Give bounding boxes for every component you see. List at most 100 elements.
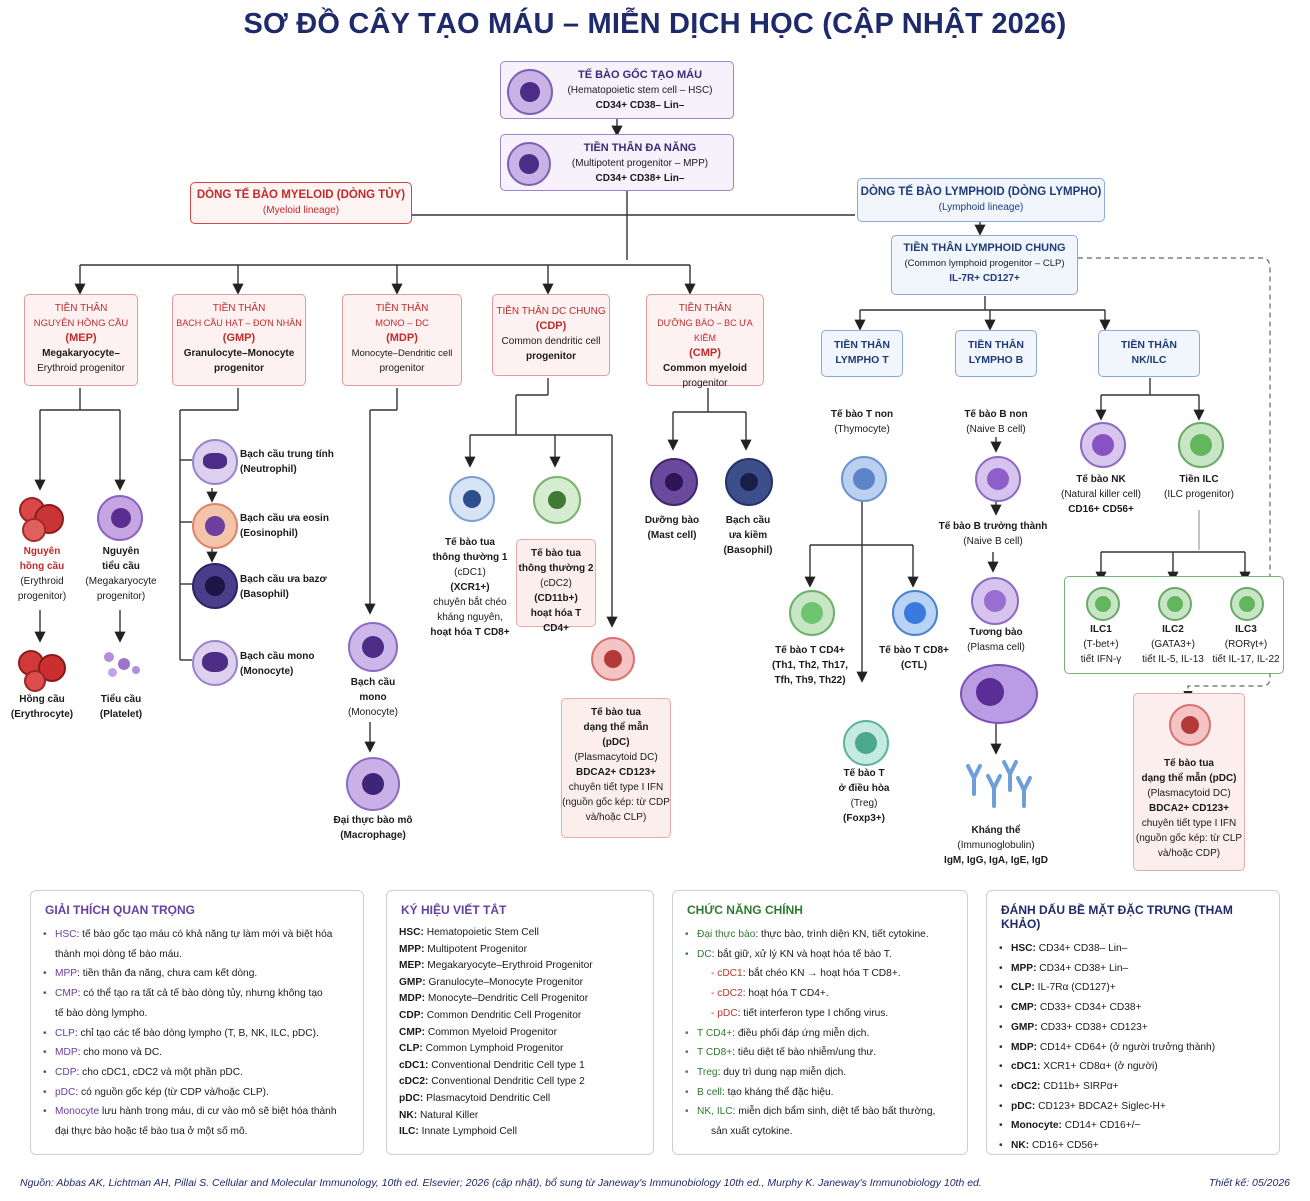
mdp-l2: MONO – DC bbox=[375, 318, 429, 329]
abbreviation-item: GMP: Granulocyte–Monocyte Progenitor bbox=[399, 975, 641, 992]
basophil-icon bbox=[192, 563, 238, 609]
function-key: Đại thực bào bbox=[697, 929, 756, 940]
function-text: sản xuất cytokine. bbox=[711, 1126, 793, 1138]
mep-box: TIỀN THÂN NGUYÊN HỒNG CẦU (MEP) Megakary… bbox=[24, 294, 138, 386]
antibody-icon bbox=[966, 760, 1032, 808]
pdc-left-l1: Tế bào tua bbox=[590, 707, 641, 718]
erythrocyte-icon-3 bbox=[24, 670, 46, 692]
explanation-text: lưu hành trong máu, di cư vào mô sẽ biệt… bbox=[99, 1106, 337, 1118]
mega-prog-l2: tiểu cầu bbox=[102, 561, 140, 572]
cdc2-l5: hoạt hóa T CD4+ bbox=[530, 608, 582, 634]
marker-text: CD33+ CD38+ CD123+ bbox=[1037, 1021, 1148, 1033]
hsc-markers: CD34+ CD38– Lin– bbox=[595, 100, 685, 111]
pdc-right-l5: chuyên tiết type I IFN bbox=[1141, 818, 1237, 829]
cdc2-l4: (CD11b+) bbox=[534, 593, 578, 604]
abbreviation-key: CLP: bbox=[399, 1043, 423, 1055]
neutrophil-label: Bạch cầu trung tính (Neutrophil) bbox=[240, 447, 360, 477]
abbreviation-text: Megakaryocyte–Erythroid Progenitor bbox=[424, 960, 593, 972]
marker-text: CD16+ CD56+ bbox=[1029, 1140, 1099, 1152]
mdp-l1: TIỀN THÂN bbox=[375, 303, 429, 314]
monocyte-icon bbox=[192, 640, 238, 686]
marker-key: GMP: bbox=[1011, 1021, 1038, 1033]
plasma-l1: Tương bào bbox=[969, 627, 1023, 638]
function-text: : tiêu diệt tế bào nhiễm/ung thư. bbox=[732, 1047, 877, 1059]
megakaryocyte-progenitor-label: Nguyên tiểu cầu (Megakaryocyte progenito… bbox=[82, 544, 160, 604]
neutrophil-icon bbox=[192, 439, 238, 485]
mdp-en1: Monocyte–Dendritic cell bbox=[351, 348, 453, 359]
function-item: Treg: duy trì dung nạp miễn dịch. bbox=[685, 1063, 955, 1083]
mpp-markers: CD34+ CD38+ Lin– bbox=[595, 173, 685, 184]
function-key: - pDC bbox=[711, 1007, 738, 1019]
cdc2-l1: Tế bào tua bbox=[530, 548, 581, 559]
myeloid-lineage-box: DÒNG TẾ BÀO MYELOID (DÒNG TỦY) (Myeloid … bbox=[190, 182, 412, 224]
lymphoid-en: (Lymphoid lineage) bbox=[938, 202, 1024, 213]
marker-item: NK: CD16+ CD56+ bbox=[999, 1136, 1267, 1156]
explanation-text: : có thể tạo ra tất cả tế bào dòng tủy, … bbox=[77, 988, 323, 1000]
ilc1-l1: ILC1 bbox=[1090, 624, 1112, 635]
marker-key: Monocyte: bbox=[1011, 1120, 1062, 1132]
gmp-en2: progenitor bbox=[214, 363, 264, 374]
explanation-key: pDC bbox=[55, 1086, 76, 1098]
cdc1-l4: (XCR1+) bbox=[450, 582, 490, 593]
cdp-box: TIỀN THÂN DC CHUNG (CDP) Common dendriti… bbox=[492, 294, 610, 376]
marker-text: CD14+ CD64+ (ở người trưởng thành) bbox=[1037, 1041, 1216, 1053]
explanation-item: thành mọi dòng tế bào máu. bbox=[43, 945, 351, 965]
abbreviation-item: CMP: Common Myeloid Progenitor bbox=[399, 1025, 641, 1042]
abbreviation-text: Multipotent Progenitor bbox=[424, 943, 527, 955]
mep-l1: TIỀN THÂN bbox=[54, 303, 108, 314]
pdc-left-l5: BDCA2+ CD123+ bbox=[575, 767, 657, 778]
cdc1-l5: chuyên bắt chéo bbox=[433, 597, 507, 608]
pdc-right-l6: (nguồn gốc kép: từ CLP bbox=[1135, 833, 1243, 844]
cdc2-label: Tế bào tua thông thường 2 (cDC2) (CD11b+… bbox=[516, 539, 596, 634]
cmp-abbr: (CMP) bbox=[689, 347, 721, 359]
marker-item: pDC: CD123+ BDCA2+ Siglec-H+ bbox=[999, 1097, 1267, 1117]
ilc3-icon bbox=[1230, 587, 1264, 621]
antibody-l1: Kháng thể bbox=[971, 825, 1021, 836]
mpp-name: TIỀN THÂN ĐA NĂNG bbox=[583, 142, 697, 154]
abbreviation-text: Granulocyte–Monocyte Progenitor bbox=[425, 976, 584, 988]
cd8-t-cell-icon bbox=[892, 590, 938, 636]
marker-item: cDC2: CD11b+ SIRPα+ bbox=[999, 1077, 1267, 1097]
marker-item: CLP: IL-7Rα (CD127)+ bbox=[999, 978, 1267, 998]
pdc-right-icon bbox=[1169, 704, 1211, 746]
marker-item: GMP: CD33+ CD38+ CD123+ bbox=[999, 1018, 1267, 1038]
marker-text: CD34+ CD38– Lin– bbox=[1035, 943, 1128, 954]
ilcprog-l1: Tiền ILC bbox=[1179, 474, 1219, 485]
abbreviation-key: pDC: bbox=[399, 1092, 424, 1104]
function-key: DC bbox=[697, 948, 712, 960]
nk-l2: (Natural killer cell) bbox=[1060, 489, 1141, 500]
naive-b-cell-icon bbox=[975, 456, 1021, 502]
thymocyte-icon bbox=[841, 456, 887, 502]
bmature-l2: (Naive B cell) bbox=[963, 536, 1023, 547]
mpp-box: TIỀN THÂN ĐA NĂNG (Multipotent progenito… bbox=[500, 134, 734, 191]
panel3-list: Đại thực bào: thực bào, trình diện KN, t… bbox=[685, 925, 955, 1142]
gmp-box: TIỀN THÂN BẠCH CẦU HẠT – ĐƠN NHÂN (GMP) … bbox=[172, 294, 306, 386]
plasma-cell-label: Tương bào (Plasma cell) bbox=[948, 625, 1044, 655]
ilc3-l3: tiết IL-17, IL-22 bbox=[1212, 654, 1280, 665]
marker-key: MDP: bbox=[1011, 1041, 1038, 1053]
abbreviation-key: CMP: bbox=[399, 1026, 426, 1038]
monocyte-g-l2: (Monocyte) bbox=[240, 666, 294, 677]
cdp-en1: Common dendritic cell bbox=[501, 336, 601, 347]
abbreviation-text: Common Myeloid Progenitor bbox=[425, 1026, 557, 1038]
abbreviation-item: MDP: Monocyte–Dendritic Cell Progenitor bbox=[399, 991, 641, 1008]
abbreviation-key: HSC: bbox=[399, 927, 424, 938]
eosinophil-l2: (Eosinophil) bbox=[240, 528, 298, 539]
footer-source: Nguồn: Abbas AK, Lichtman AH, Pillai S. … bbox=[20, 1177, 982, 1189]
platelet-label: Tiểu cầu (Platelet) bbox=[82, 692, 160, 722]
platelet-icon-4 bbox=[132, 666, 140, 674]
clp-name: TIỀN THÂN LYMPHOID CHUNG bbox=[903, 242, 1066, 254]
erythrocyte-label: Hồng cầu (Erythrocyte) bbox=[4, 692, 80, 722]
neutrophil-l1: Bạch cầu trung tính bbox=[240, 449, 334, 460]
marker-key: CMP: bbox=[1011, 1002, 1038, 1014]
b-progenitor-box: TIỀN THÂN LYMPHO B bbox=[955, 330, 1037, 377]
myeloid-name: DÒNG TẾ BÀO MYELOID (DÒNG TỦY) bbox=[196, 189, 406, 201]
marker-text: CD11b+ SIRPα+ bbox=[1040, 1080, 1119, 1092]
marker-text: XCR1+ CD8α+ (ở người) bbox=[1040, 1061, 1158, 1073]
cd8-l2: (CTL) bbox=[900, 660, 928, 671]
function-item: - pDC: tiết interferon type I chống viru… bbox=[685, 1004, 955, 1024]
explanation-item: MDP: cho mono và DC. bbox=[43, 1043, 351, 1063]
mature-b-cell-label: Tế bào B trưởng thành (Naive B cell) bbox=[932, 519, 1054, 549]
basophil-cmp-label: Bạch cầu ưa kiềm (Basophil) bbox=[709, 513, 787, 558]
explanation-text: : cho cDC1, cDC2 và một phần pDC. bbox=[76, 1066, 243, 1078]
